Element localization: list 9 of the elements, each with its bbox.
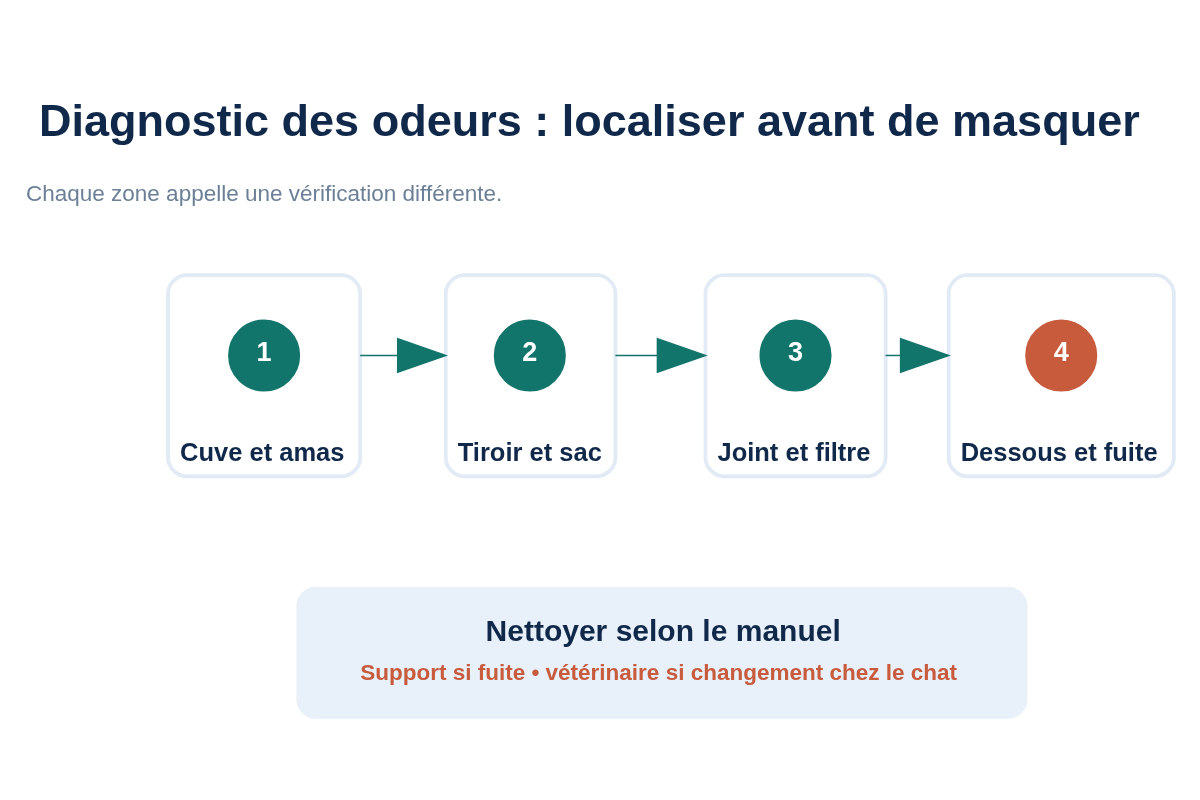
node-circle: 2 xyxy=(493,318,566,391)
label: Chaque zone appelle une vérification différente. xyxy=(26,180,503,206)
node-box: Nettoyer selon le manuel Support si fuite • vétérinaire si changement chez le chat xyxy=(296,586,1028,719)
diagram-title: Diagnostic des odeurs : localiser avant de masquer xyxy=(38,94,1140,146)
arrow xyxy=(359,337,449,373)
node-circle: 1 xyxy=(228,318,301,391)
node-circle: 3 xyxy=(759,318,832,391)
node-circle: 4 xyxy=(1025,318,1098,391)
arrow xyxy=(614,337,708,373)
